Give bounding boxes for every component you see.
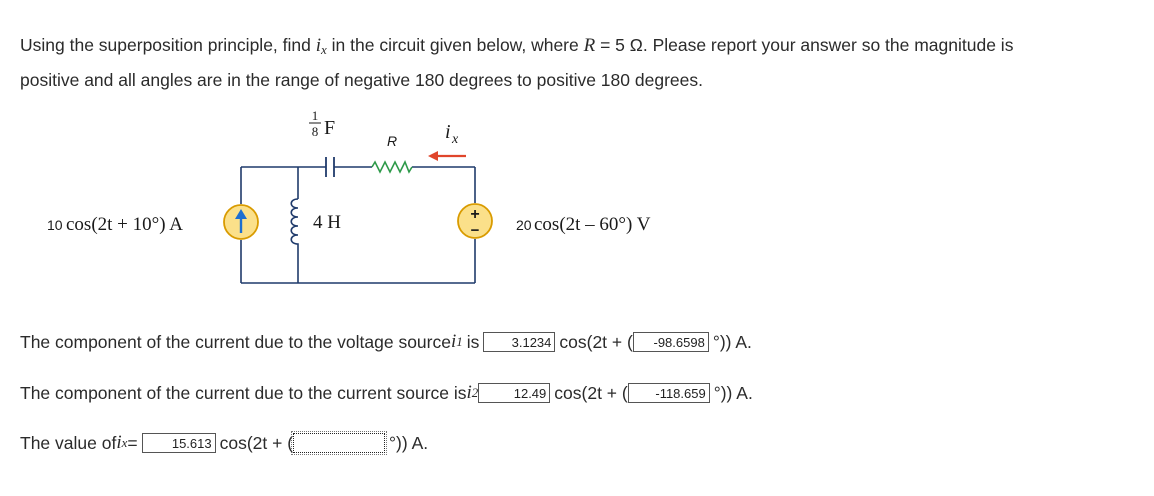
var-x-subscript: x — [321, 42, 327, 57]
answer-row-current-component: The component of the current due to the … — [20, 381, 753, 405]
question-text-part: Using the superposition principle, find — [20, 35, 316, 55]
answer-row-text: °)) A. — [713, 382, 753, 403]
question-text-part: = 5 Ω. Please report your answer so the … — [595, 35, 1014, 55]
resistor-zigzag — [371, 160, 413, 174]
plus-sign: + — [470, 206, 479, 223]
circuit-wires — [240, 166, 476, 284]
ix-subscript: x — [451, 132, 459, 147]
capacitor-numerator: 1 — [312, 108, 319, 123]
capacitor-denominator: 8 — [312, 124, 319, 139]
answer-row-text: The component of the current due to the … — [20, 382, 467, 403]
var-i: i — [466, 382, 472, 403]
answer-row-text: The value of — [20, 432, 117, 453]
var-i: i — [315, 35, 322, 56]
current-source — [223, 204, 259, 240]
angle-input-i2[interactable]: -118.659 — [627, 383, 710, 403]
magnitude-input-i1[interactable]: 3.1234 — [483, 332, 556, 352]
capacitor-unit: F — [324, 117, 335, 139]
ix-current-arrow — [428, 151, 466, 161]
resistor-label: R — [387, 133, 397, 149]
answer-row-text: cos(2t + ( — [554, 382, 628, 403]
question-line-2: positive and all angles are in the range… — [20, 70, 703, 90]
var-i: i — [116, 432, 122, 453]
current-source-prefix: 10 — [47, 217, 63, 233]
answer-row-voltage-component: The component of the current due to the … — [20, 330, 752, 354]
var-subscript: 1 — [456, 334, 463, 349]
angle-input-ix[interactable] — [291, 431, 388, 455]
angle-input-i1[interactable]: -98.6598 — [632, 332, 709, 352]
inductor-coil — [290, 198, 299, 245]
magnitude-input-i2[interactable]: 12.49 — [478, 383, 551, 403]
capacitor — [325, 157, 335, 177]
question-line-1: Using the superposition principle, find … — [20, 30, 1140, 65]
arrow-up-icon — [235, 209, 247, 219]
answer-row-text: cos(2t + ( — [559, 331, 633, 352]
voltage-source-prefix: 20 — [516, 217, 532, 233]
ix-label: i — [445, 121, 451, 143]
var-subscript: x — [121, 435, 128, 450]
minus-sign: − — [471, 222, 480, 239]
inductor-label: 4 H — [313, 212, 341, 233]
magnitude-input-ix[interactable]: 15.613 — [141, 433, 216, 453]
voltage-source-label: cos(2t – 60°) V — [534, 214, 651, 235]
question-text: Using the superposition principle, find … — [20, 30, 1140, 95]
answer-row-text: °)) A. — [712, 331, 752, 352]
equals-sign: = — [127, 432, 138, 453]
current-source-label: cos(2t + 10°) A — [66, 214, 183, 235]
var-i: i — [450, 331, 457, 352]
question-text-part: in the circuit given below, where — [326, 35, 584, 55]
var-subscript: 2 — [471, 385, 479, 400]
answer-row-text: is — [466, 331, 480, 352]
current-source-circle — [223, 204, 259, 240]
answer-row-text: cos(2t + ( — [219, 432, 294, 453]
answer-row-text: The component of the current due to the … — [20, 331, 451, 352]
answer-row-text: °)) A. — [389, 432, 429, 453]
arrow-left-icon — [428, 151, 438, 161]
var-R: R — [583, 35, 596, 56]
voltage-source: + − — [457, 203, 493, 239]
